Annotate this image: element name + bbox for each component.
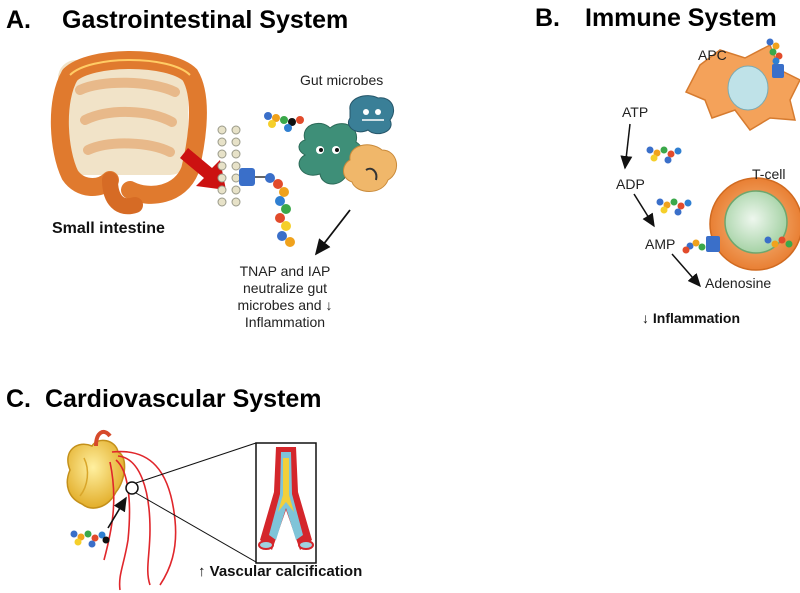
zoom-circle bbox=[125, 481, 139, 495]
adenosine-label: Adenosine bbox=[705, 275, 772, 291]
immune-inflammation-label: ↓ Inflammation bbox=[642, 310, 741, 326]
panel-a-title: Gastrointestinal System bbox=[62, 6, 349, 34]
lps-molecule-b1 bbox=[646, 146, 682, 164]
tcell-label: T-cell bbox=[752, 166, 786, 182]
big-red-arrow bbox=[180, 148, 226, 190]
gut-caption-line-1: TNAP and IAP bbox=[239, 263, 331, 279]
arrow-molecule-to-artery bbox=[107, 496, 127, 529]
gut-caption-line-4: Inflammation bbox=[244, 314, 326, 330]
membrane-enzyme bbox=[217, 125, 295, 247]
lps-molecule-b2 bbox=[656, 198, 692, 216]
atp-label: ATP bbox=[622, 104, 649, 120]
small-intestine-label: Small intestine bbox=[52, 220, 165, 237]
amp-label: AMP bbox=[645, 236, 676, 252]
panel-a-letter: A. bbox=[6, 6, 31, 34]
vessel-inset bbox=[255, 442, 317, 564]
arrow-amp-adenosine bbox=[671, 253, 701, 288]
heart-illustration bbox=[66, 429, 126, 509]
intestine-illustration bbox=[50, 51, 207, 215]
panel-b-title: Immune System bbox=[585, 4, 777, 32]
gut-microbes-label: Gut microbes bbox=[300, 72, 384, 88]
arrow-atp-adp bbox=[620, 123, 633, 170]
vascular-calcification-label: ↑ Vascular calcification bbox=[198, 563, 363, 580]
apc-cell bbox=[684, 38, 800, 131]
arrow-adp-amp bbox=[633, 193, 655, 228]
artery-lines bbox=[103, 450, 177, 591]
arrow-to-caption bbox=[314, 209, 351, 256]
adp-label: ADP bbox=[616, 176, 645, 192]
gut-caption-line-2: neutralize gut bbox=[242, 280, 328, 296]
apc-label: APC bbox=[698, 47, 727, 63]
lps-molecule-a bbox=[264, 112, 304, 132]
panel-b-letter: B. bbox=[535, 4, 560, 32]
gut-caption-line-3: microbes and ↓ bbox=[237, 297, 333, 313]
tcell bbox=[682, 177, 800, 271]
gut-microbes bbox=[298, 95, 397, 192]
panel-c-title: Cardiovascular System bbox=[45, 385, 322, 413]
panel-c-letter: C. bbox=[6, 385, 31, 413]
lps-molecule-c bbox=[70, 530, 110, 548]
gut-caption: TNAP and IAP neutralize gut microbes and… bbox=[215, 263, 355, 331]
